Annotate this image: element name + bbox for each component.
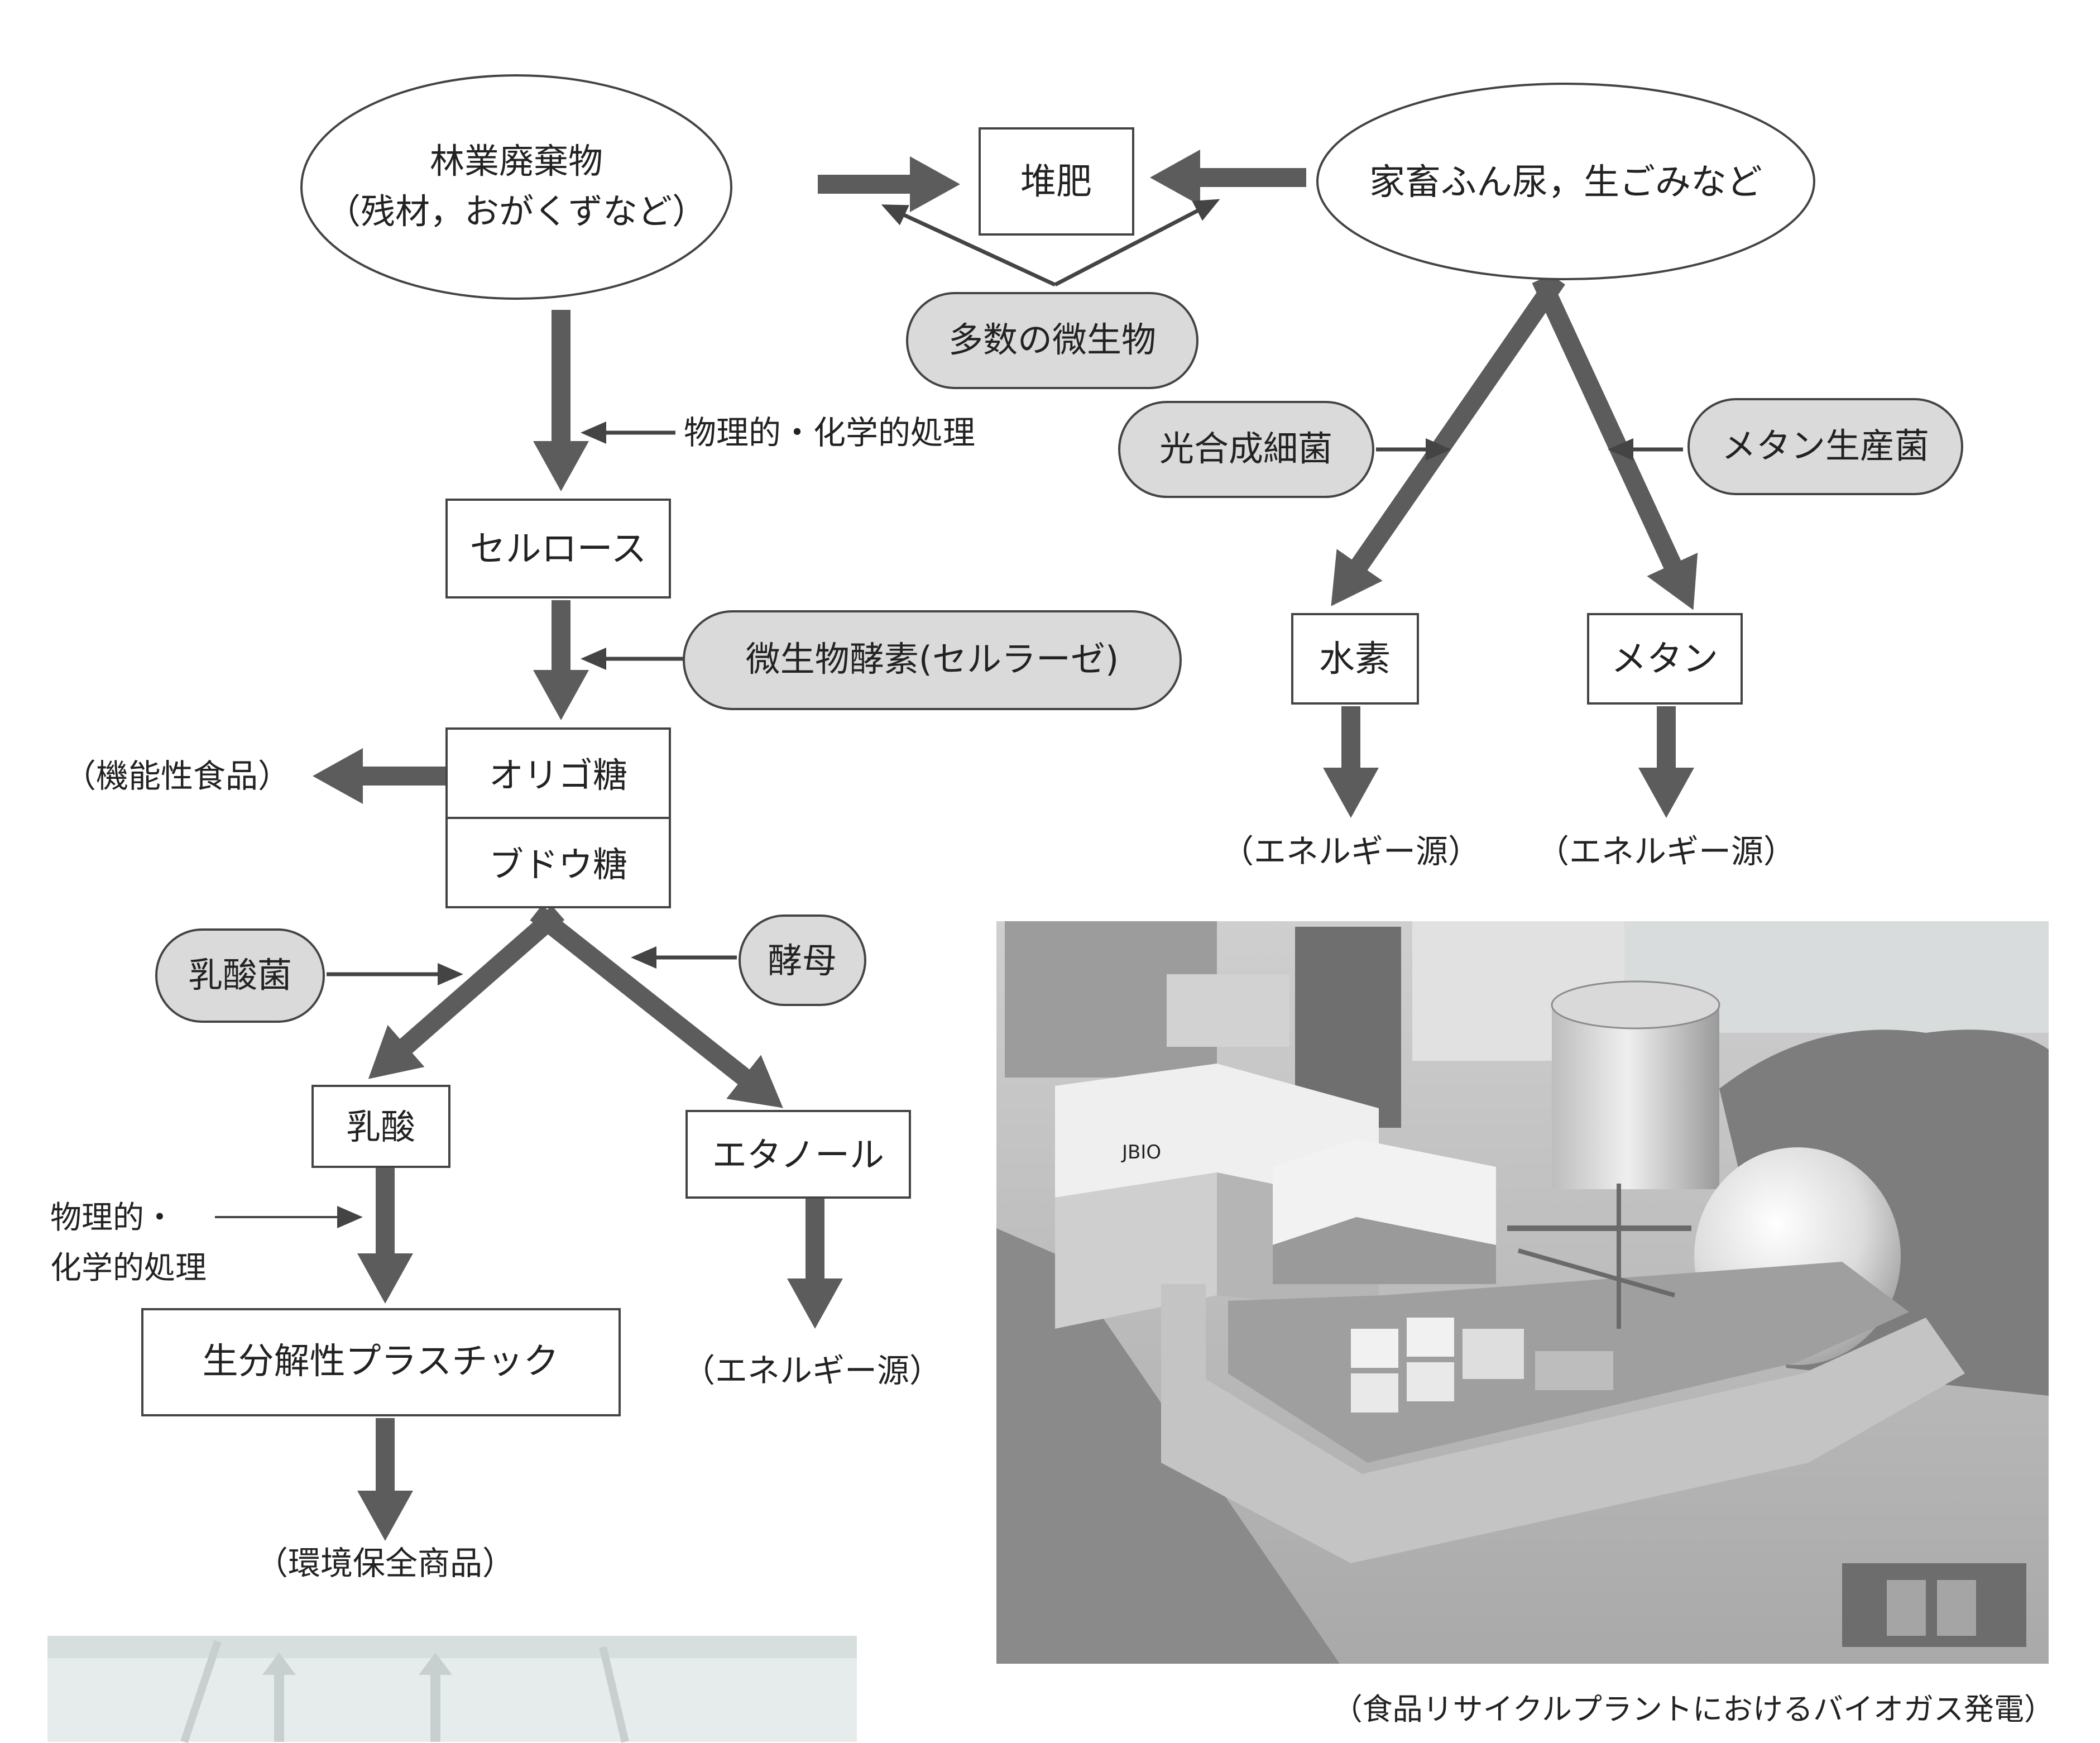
energy-source-hydrogen: （エネルギー源） [1221,832,1480,870]
node-methane-bacteria: メタン生産菌 [1687,398,1963,495]
node-cellulose: セルロース [445,499,671,598]
photo-bacteria-label: 光合成細菌 [1159,428,1332,469]
phys-chem-treatment-2-line2: 化学的処理 [50,1250,207,1286]
eco-products: （環境保全商品） [256,1544,515,1582]
compost-label: 堆肥 [1020,161,1092,203]
node-bioplastic: 生分解性プラスチック [141,1308,621,1416]
methane-label: メタン [1611,639,1718,680]
yeast-label: 酵母 [768,940,837,981]
node-enzyme: 微生物酵素(セルラーゼ) [683,610,1182,710]
arrow-glucose-to-ethanol [530,905,783,1108]
node-photo-bacteria: 光合成細菌 [1118,401,1374,498]
node-oligo-glucose: オリゴ糖 ブドウ糖 [445,727,671,908]
phys-chem-treatment-2-line1: 物理的・ [50,1200,175,1236]
ethanol-label: エタノール [712,1134,884,1175]
faded-photo-fragment [47,1636,857,1743]
phys-chem-treatment-1: 物理的・化学的処理 [684,414,975,452]
node-hydrogen: 水素 [1291,613,1419,705]
thin-arrows [215,199,1683,1228]
node-livestock: 家畜ふん尿，生ごみなど [1316,83,1815,280]
glucose-label: ブドウ糖 [489,844,627,885]
microbes-label: 多数の微生物 [948,319,1156,360]
node-compost: 堆肥 [979,127,1134,236]
livestock-label: 家畜ふん尿，生ごみなど [1369,162,1762,203]
arrow-livestock-stem-left [1331,274,1565,606]
functional-food: （機能性食品） [64,757,290,795]
arrow-livestock-stem-right [1532,275,1698,610]
energy-source-ethanol: （エネルギー源） [683,1352,942,1390]
node-microbes: 多数の微生物 [906,292,1198,389]
arrow-glucose-to-lactic [368,906,565,1079]
hydrogen-label: 水素 [1319,639,1391,680]
biogas-plant-photo: JBIO [996,921,2049,1664]
arrow-microbes-to-compost-left [881,204,1056,287]
arrow-microbes-to-compost-right [1054,199,1220,287]
oligosaccharide-label: オリゴ糖 [489,755,627,796]
lactic-bacteria-label: 乳酸菌 [188,955,292,995]
cellulose-label: セルロース [470,529,647,570]
bioplastic-label: 生分解性プラスチック [203,1341,559,1382]
node-yeast: 酵母 [739,914,866,1006]
energy-source-methane: （エネルギー源） [1537,832,1796,870]
methane-bacteria-label: メタン生産菌 [1722,425,1929,466]
plant-sign: JBIO [1121,1141,1161,1163]
forest-waste-examples: （残材，おがくずなど） [326,191,707,232]
node-ethanol: エタノール [685,1110,911,1199]
photo-caption: （食品リサイクルプラントにおけるバイオガス発電） [1332,1692,2054,1727]
node-lactic-bacteria: 乳酸菌 [155,928,325,1023]
node-forest-waste: 林業廃棄物 （残材，おがくずなど） [300,74,732,300]
forest-waste-label: 林業廃棄物 [430,141,603,181]
enzyme-label: 微生物酵素(セルラーゼ) [746,639,1119,679]
node-lactic-acid: 乳酸 [311,1085,450,1168]
thick-arrows [313,150,1698,1541]
lactic-acid-label: 乳酸 [346,1107,415,1147]
node-methane: メタン [1587,613,1743,705]
